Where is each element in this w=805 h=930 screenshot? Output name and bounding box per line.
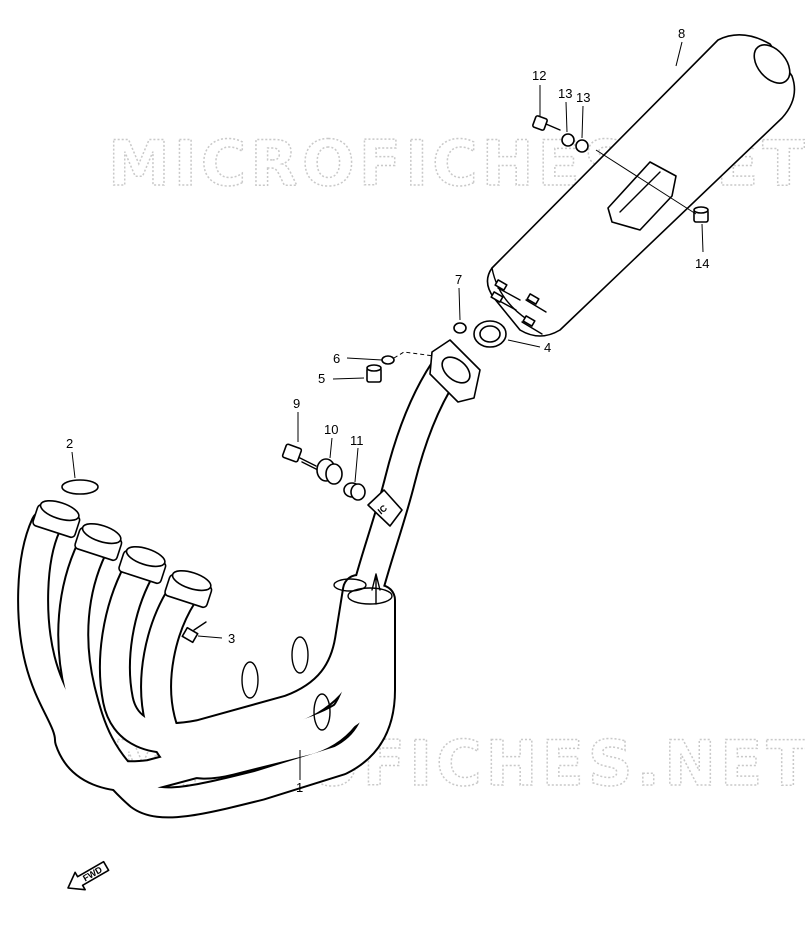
callout-part-11: 11	[350, 433, 364, 448]
callout-part-4: 4	[544, 340, 551, 355]
callout-part-13b: 13	[576, 90, 590, 105]
washer-part-7[interactable]	[453, 322, 467, 334]
callout-part-5: 5	[318, 371, 325, 386]
callout-part-10: 10	[324, 422, 338, 437]
exhaust-header-pipes[interactable]	[17, 354, 461, 819]
washer-part-13a[interactable]	[561, 133, 575, 147]
bolt-part-9[interactable]	[281, 443, 319, 471]
callouts: 1 2 3 4 5 6 7 8 9 10 11 12 13 13 14	[66, 26, 709, 795]
collar-part-11[interactable]	[343, 482, 366, 501]
bolt-part-3[interactable]	[181, 621, 207, 644]
hanger-clamp: IC	[367, 489, 403, 527]
nut-part-14[interactable]	[693, 206, 709, 223]
rubber-mount-part-10[interactable]	[316, 458, 343, 485]
nut-part-5[interactable]	[366, 364, 382, 383]
washer-part-6[interactable]	[381, 355, 395, 365]
collector-flange	[429, 339, 481, 403]
callout-part-6: 6	[333, 351, 340, 366]
muffler-studs	[490, 279, 547, 335]
callout-part-14: 14	[695, 256, 709, 271]
gasket-ring-part-4[interactable]	[473, 320, 507, 348]
callout-part-13a: 13	[558, 86, 572, 101]
leader-lines	[71, 41, 704, 780]
callout-part-9: 9	[293, 396, 300, 411]
header-flanges	[32, 499, 213, 609]
callout-part-8: 8	[678, 26, 685, 41]
callout-part-12: 12	[532, 68, 546, 83]
washer-part-13b[interactable]	[575, 139, 589, 153]
gasket-part-2[interactable]	[61, 479, 99, 495]
bolt-part-12[interactable]	[532, 115, 561, 131]
muffler[interactable]	[486, 34, 796, 337]
callout-part-1: 1	[296, 780, 303, 795]
callout-part-3: 3	[228, 631, 235, 646]
callout-part-7: 7	[455, 272, 462, 287]
fwd-arrow: FWD	[67, 860, 110, 891]
callout-part-2: 2	[66, 436, 73, 451]
